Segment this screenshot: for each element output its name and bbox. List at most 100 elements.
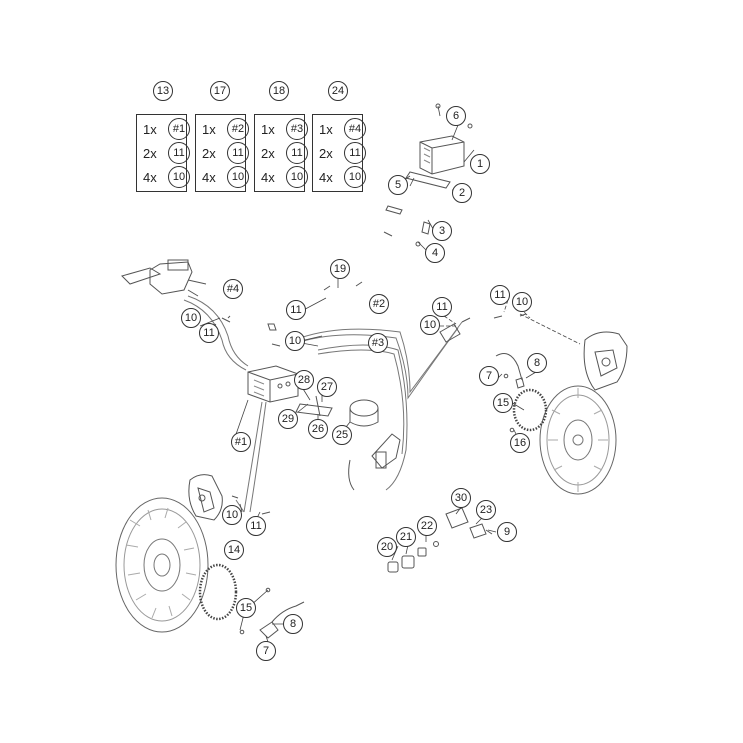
callout-10-right: 10 (512, 292, 532, 312)
front-brake-disc (115, 497, 209, 633)
kit-qty: 2x (261, 145, 275, 161)
callout-22: 22 (417, 516, 437, 536)
callout-11-handlebar: 11 (199, 323, 219, 343)
callout-11-top: 11 (286, 300, 306, 320)
brake-line-4 (183, 295, 249, 371)
kit-ref: 11 (227, 142, 249, 164)
callout-10-mid: 10 (420, 315, 440, 335)
kit-qty: 2x (319, 145, 333, 161)
kit-qty: 1x (261, 121, 275, 137)
front-caliper (188, 474, 223, 521)
kit-qty: 4x (319, 169, 333, 185)
brake-line-2 (299, 321, 463, 400)
callout-5: 5 (388, 175, 408, 195)
kit-row: 2x 11 (261, 141, 308, 165)
callout-14: 14 (224, 540, 244, 560)
kit-row: 1x #2 (202, 117, 249, 141)
brake-fluid-reservoir (349, 399, 379, 427)
callout-30: 30 (451, 488, 471, 508)
kit-row: 4x 10 (261, 165, 308, 189)
callout-1: 1 (470, 154, 490, 174)
kit-row: 2x 11 (319, 141, 366, 165)
rear-wheel-speed-sensor (495, 353, 525, 433)
kit-number-17: 17 (210, 81, 230, 101)
brake-line-1 (235, 401, 267, 513)
callout-25: 25 (332, 425, 352, 445)
label-line-2: #2 (369, 294, 389, 314)
callout-11-right: 11 (490, 285, 510, 305)
kit-ref: #3 (286, 118, 308, 140)
kit-box-24: 1x #4 2x 11 4x 10 (312, 114, 366, 192)
callout-2: 2 (452, 183, 472, 203)
abs-modulator-unit (247, 365, 299, 403)
kit-qty: 1x (319, 121, 333, 137)
rear-tone-ring (512, 388, 548, 432)
kit-ref: 11 (286, 142, 308, 164)
rear-brake-disc (539, 385, 617, 495)
callout-6: 6 (446, 106, 466, 126)
kit-ref: #1 (168, 118, 190, 140)
leader-lines (199, 105, 581, 649)
callout-10-top: 10 (285, 331, 305, 351)
callout-26: 26 (308, 419, 328, 439)
kit-box-18: 1x #3 2x 11 4x 10 (254, 114, 308, 192)
label-line-1: #1 (231, 432, 251, 452)
kit-ref: #2 (227, 118, 249, 140)
brake-line-3 (317, 344, 408, 491)
callout-10-front: 10 (222, 505, 242, 525)
callout-19: 19 (330, 259, 350, 279)
callout-8-rear: 8 (527, 353, 547, 373)
kit-number-13: 13 (153, 81, 173, 101)
callout-21: 21 (396, 527, 416, 547)
reservoir-bracket (295, 395, 333, 417)
callout-15-front: 15 (236, 598, 256, 618)
kit-qty: 2x (143, 145, 157, 161)
callout-10-handlebar: 10 (181, 308, 201, 328)
callout-9: 9 (497, 522, 517, 542)
kit-qty: 4x (202, 169, 216, 185)
callout-28: 28 (294, 370, 314, 390)
callout-16: 16 (510, 433, 530, 453)
front-wheel-speed-sensor (239, 587, 305, 639)
kit-qty: 4x (143, 169, 157, 185)
kit-ref: #4 (344, 118, 366, 140)
kit-ref: 11 (344, 142, 366, 164)
callout-29: 29 (278, 409, 298, 429)
kit-row: 1x #1 (143, 117, 190, 141)
kit-qty: 4x (261, 169, 275, 185)
callout-11-front: 11 (246, 516, 266, 536)
callout-8-front: 8 (283, 614, 303, 634)
callout-11-mid: 11 (432, 297, 452, 317)
kit-number-24: 24 (328, 81, 348, 101)
kit-number-18: 18 (269, 81, 289, 101)
rear-master-cylinder (348, 433, 401, 491)
kit-ref: 10 (168, 166, 190, 188)
kit-row: 4x 10 (143, 165, 190, 189)
kit-row: 2x 11 (202, 141, 249, 165)
label-line-3: #3 (368, 333, 388, 353)
kit-qty: 1x (143, 121, 157, 137)
callout-27: 27 (317, 377, 337, 397)
callout-20: 20 (377, 537, 397, 557)
connector-parts (387, 507, 493, 573)
fitting-bolts (221, 281, 527, 515)
callout-4: 4 (425, 243, 445, 263)
front-tone-ring (198, 563, 238, 621)
callout-23: 23 (476, 500, 496, 520)
kit-row: 1x #3 (261, 117, 308, 141)
handlebar-master-cylinder (121, 259, 207, 297)
kit-qty: 2x (202, 145, 216, 161)
kit-qty: 1x (202, 121, 216, 137)
kit-ref: 10 (286, 166, 308, 188)
callout-7-front: 7 (256, 641, 276, 661)
callout-15-rear: 15 (493, 393, 513, 413)
kit-row: 4x 10 (319, 165, 366, 189)
kit-ref: 10 (344, 166, 366, 188)
callout-7-rear: 7 (479, 366, 499, 386)
callout-3: 3 (432, 221, 452, 241)
kit-row: 1x #4 (319, 117, 366, 141)
